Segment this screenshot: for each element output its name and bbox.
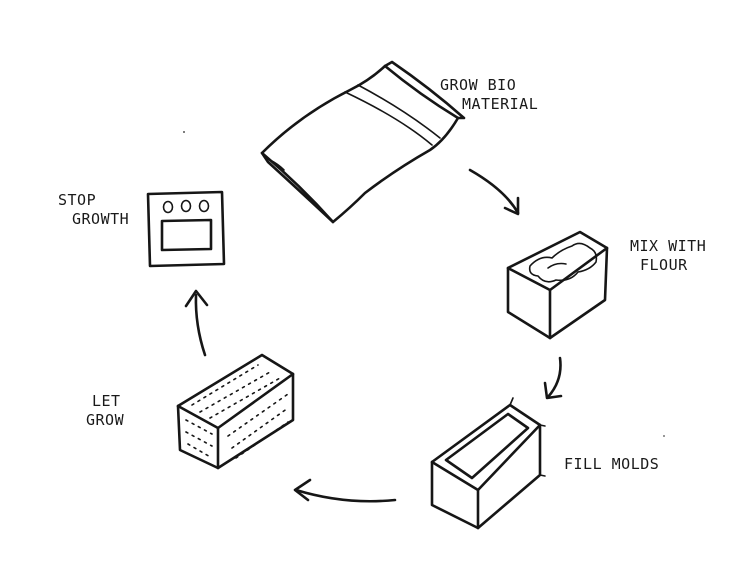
- label-mix-with-flour: MIX WITH FLOUR: [630, 237, 706, 275]
- label-grow-line2: MATERIAL: [462, 95, 539, 113]
- label-grow-line1: GROW BIO: [440, 76, 517, 94]
- arrow-grow-to-stop: [184, 289, 209, 357]
- grow-block-illustration: [176, 353, 295, 470]
- label-let-line2: GROW: [86, 411, 125, 429]
- label-mix-line2: FLOUR: [640, 256, 688, 274]
- arrow-mix-to-fill: [543, 356, 563, 400]
- label-let-grow: LET GROW: [86, 392, 124, 430]
- label-mix-line1: MIX WITH: [630, 237, 707, 255]
- arrow-fill-to-grow: [293, 478, 397, 503]
- arrow-grow-to-mix: [468, 168, 520, 216]
- stray-dot: [663, 435, 665, 437]
- label-stop-growth: STOP GROWTH: [58, 191, 129, 229]
- oven-illustration: [146, 190, 226, 268]
- label-fill-line1: FILL MOLDS: [564, 455, 660, 473]
- mix-block-illustration: [506, 230, 609, 340]
- label-let-line1: LET: [92, 392, 121, 410]
- label-grow-bio-material: GROW BIO MATERIAL: [440, 76, 538, 114]
- label-fill-molds: FILL MOLDS: [564, 455, 659, 474]
- label-stop-line1: STOP: [58, 191, 97, 209]
- label-stop-line2: GROWTH: [72, 210, 130, 228]
- stray-dot: [183, 131, 185, 133]
- mold-illustration: [430, 397, 546, 530]
- bag-illustration: [260, 60, 466, 224]
